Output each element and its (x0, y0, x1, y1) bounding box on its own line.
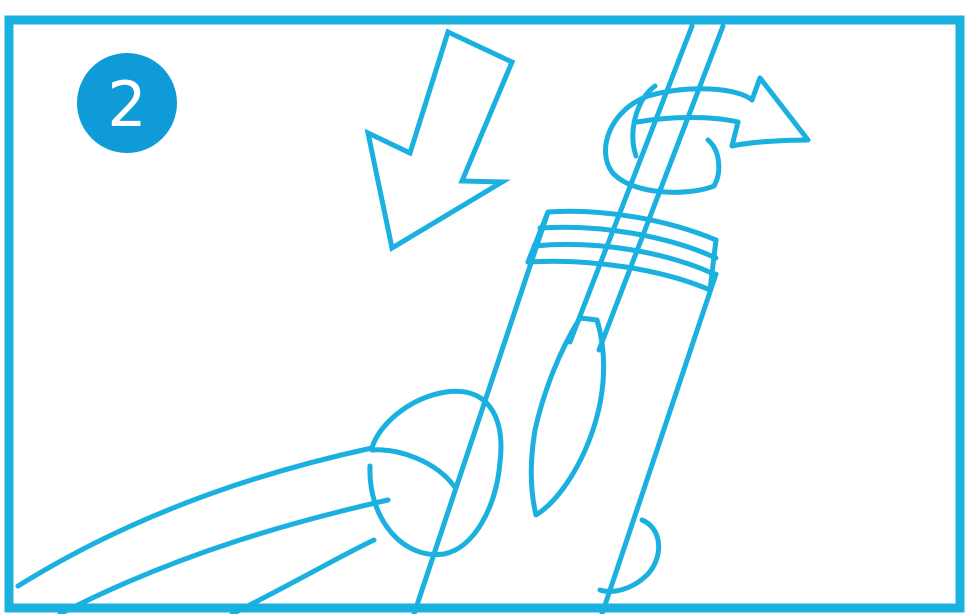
arrow-down-left-icon (368, 32, 512, 248)
step-badge: 2 (77, 53, 177, 153)
step-number: 2 (107, 68, 146, 141)
test-tube (414, 211, 716, 614)
hand (18, 391, 659, 614)
swab-head (531, 318, 603, 515)
